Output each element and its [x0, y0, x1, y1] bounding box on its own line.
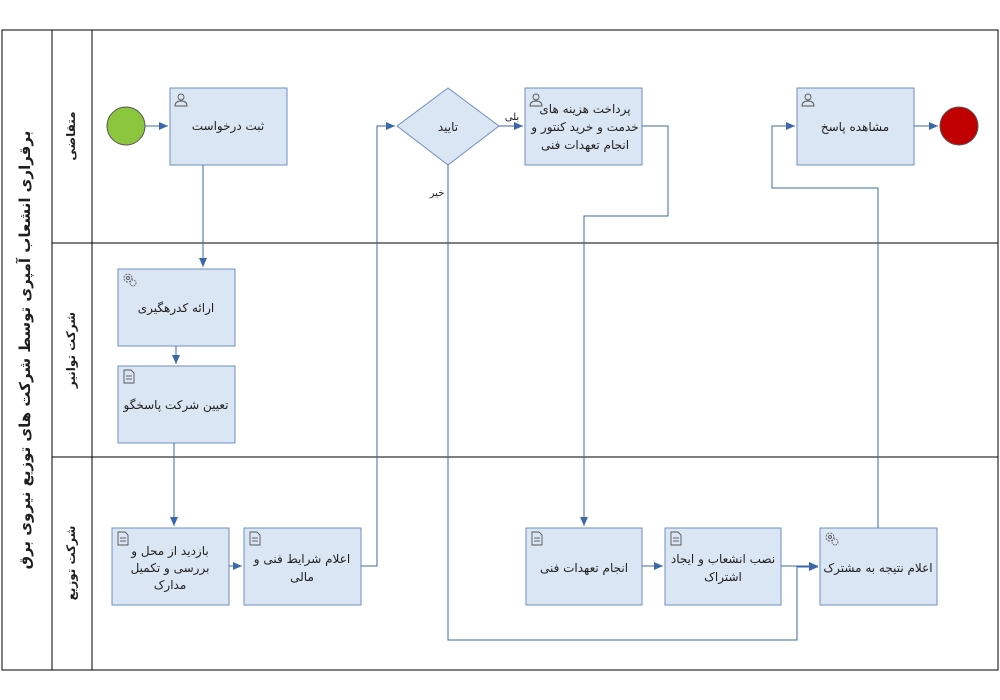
task-label-line: پرداخت هزینه های: [539, 102, 630, 117]
task-register-request[interactable]: ثبت درخواست: [169, 87, 288, 166]
task-box: [111, 527, 230, 606]
task-label-line: اعلام شرایط فنی و: [253, 552, 350, 567]
task-provide-guideline[interactable]: ارائه کدرهگیری: [117, 268, 236, 347]
task-label-line: انجام تعهدات فنی: [541, 138, 629, 152]
sequence-flows: [145, 122, 938, 641]
end-event[interactable]: [939, 106, 979, 146]
flow-pay-to-commitments: [580, 125, 669, 526]
task-label-line: بازدید از محل و: [130, 544, 208, 559]
flow-result-to-view: [771, 122, 879, 528]
start-event[interactable]: [106, 106, 146, 146]
task-label: تعیین شرکت پاسخگو: [123, 398, 229, 413]
task-view-response[interactable]: مشاهده پاسخ: [796, 87, 915, 166]
flow-gateway-no: [447, 165, 818, 641]
gateway-approval[interactable]: تایید: [396, 87, 500, 166]
user-icon: [174, 93, 188, 107]
gear-icon: [123, 273, 137, 287]
task-label-line: خدمت و خرید کنتور و: [530, 120, 638, 135]
gateway-no-label: خیر: [429, 188, 445, 199]
task-box: [243, 527, 362, 606]
pool-border: [1, 29, 999, 671]
pool-title: برقراری انشعاب آمپری توسط شرکت های توزیع…: [16, 131, 35, 570]
flow-terms-to-gateway: [361, 122, 395, 567]
task-technical-commitments[interactable]: انجام تعهدات فنی: [525, 527, 643, 606]
task-label-line: مالی: [290, 570, 314, 584]
pool: برقراری انشعاب آمپری توسط شرکت های توزیع…: [1, 29, 999, 671]
document-icon: [249, 531, 261, 546]
task-label-line: نصب انشعاب و ایجاد: [671, 552, 775, 567]
task-pay-costs[interactable]: پرداخت هزینه های خدمت و خرید کنتور و انج…: [524, 87, 643, 166]
task-announce-result[interactable]: اعلام نتیجه به مشترک: [819, 527, 938, 606]
document-icon: [670, 531, 682, 546]
task-label-line: مدارک: [154, 578, 187, 593]
task-label: اعلام نتیجه به مشترک: [823, 561, 932, 576]
document-icon: [117, 531, 129, 546]
task-label: ارائه کدرهگیری: [138, 301, 214, 316]
task-box: [169, 87, 288, 166]
task-label-line: اشتراک: [704, 570, 742, 585]
lane-label-customer: متقاضی: [64, 111, 78, 160]
task-site-visit[interactable]: بازدید از محل و بررسی و تکمیل مدارک: [111, 527, 230, 606]
document-icon: [123, 369, 135, 384]
lane-label-tavanir: شرکت توانیر: [64, 312, 79, 389]
user-icon: [529, 93, 543, 107]
gear-icon: [825, 532, 839, 546]
task-box: [664, 527, 782, 606]
task-box: [819, 527, 938, 606]
task-label: ثبت درخواست: [192, 119, 265, 134]
user-icon: [801, 93, 815, 107]
task-box: [117, 365, 236, 444]
task-install-branch[interactable]: نصب انشعاب و ایجاد اشتراک: [664, 527, 782, 606]
task-label: انجام تعهدات فنی: [540, 561, 628, 575]
task-label-line: بررسی و تکمیل: [131, 561, 210, 576]
task-box: [524, 87, 643, 166]
lane-label-distribution: شرکت توزیع: [64, 526, 79, 601]
gateway-yes-label: بلی: [505, 112, 519, 123]
task-box: [525, 527, 643, 606]
document-icon: [531, 531, 543, 546]
gateway-label: تایید: [438, 120, 458, 134]
task-announce-terms[interactable]: اعلام شرایط فنی و مالی: [243, 527, 362, 606]
task-assign-company[interactable]: تعیین شرکت پاسخگو: [117, 365, 236, 444]
task-label: مشاهده پاسخ: [821, 120, 889, 134]
